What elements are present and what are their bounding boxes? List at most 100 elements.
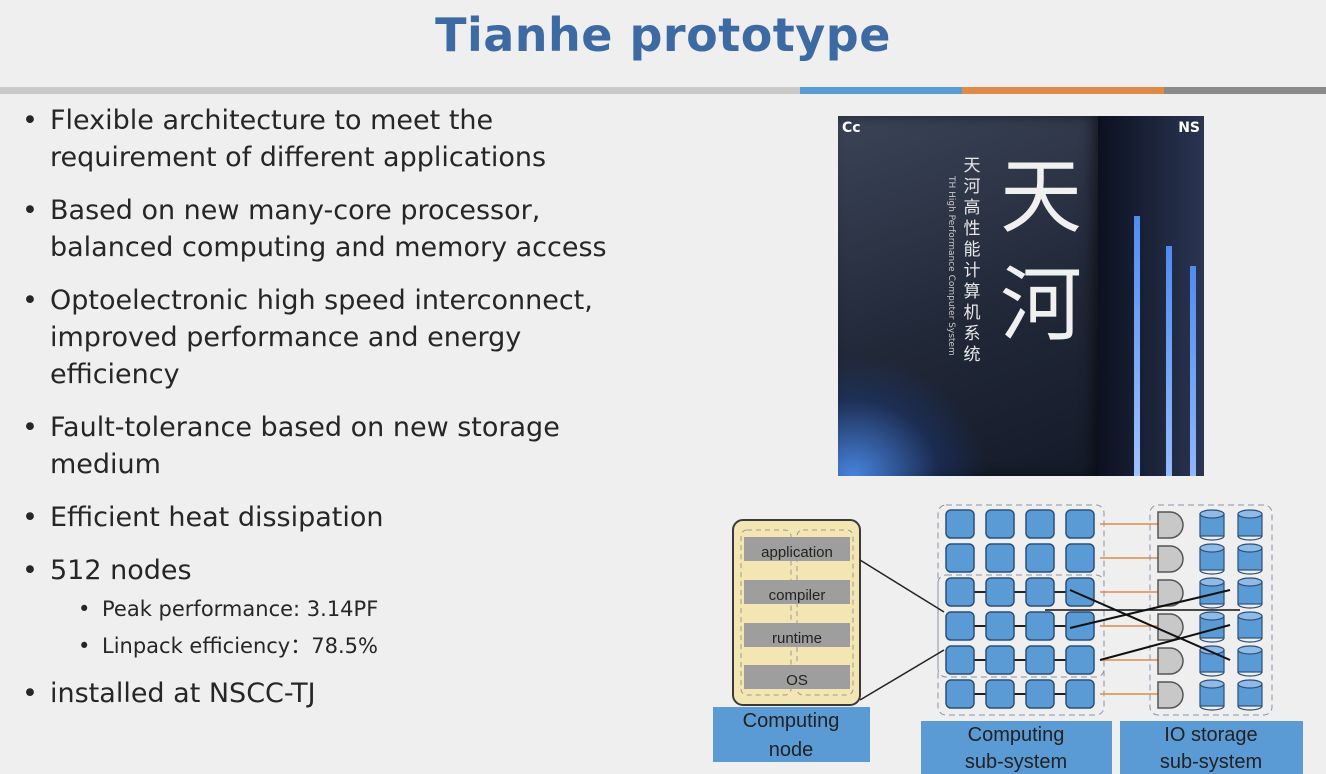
- sub-bullet-list: Peak performance: 3.14PF Linpack efficie…: [50, 591, 662, 665]
- computing-subsystem-frame: [937, 504, 1105, 716]
- storage-cylinder-base: [1199, 569, 1225, 575]
- interconnect-line: [1069, 589, 1231, 629]
- computing-node-label-line1: Computing: [743, 710, 840, 732]
- storage-cylinder-top: [1237, 543, 1263, 553]
- storage-cylinder-base: [1237, 603, 1263, 609]
- compute-core: [985, 645, 1015, 675]
- storage-cylinder-top: [1199, 577, 1225, 587]
- photo-light-stripe: [1166, 246, 1172, 476]
- storage-cylinder-base: [1237, 671, 1263, 677]
- computing-subsystem-label-line1: Computing: [968, 724, 1065, 746]
- io-subsystem-frame: [1149, 504, 1273, 716]
- storage-cylinder-top: [1237, 611, 1263, 621]
- compute-core: [1025, 577, 1055, 607]
- photo-side-panel: [1098, 116, 1204, 476]
- interconnect-line: [1099, 624, 1231, 661]
- compute-core: [985, 543, 1015, 573]
- bullet-item: Efficient heat dissipation: [22, 499, 662, 536]
- io-node: [1157, 647, 1184, 675]
- storage-cylinder: [1199, 649, 1225, 673]
- computing-node-label-line2: node: [769, 739, 814, 761]
- connector-line: [859, 559, 945, 613]
- bullet-item: Fault-tolerance based on new storage med…: [22, 409, 610, 483]
- storage-cylinder-top: [1237, 679, 1263, 689]
- bullet-text: 512 nodes: [50, 555, 192, 586]
- compute-core: [1065, 577, 1095, 607]
- storage-cylinder: [1237, 547, 1263, 571]
- compute-core: [1025, 645, 1055, 675]
- io-node: [1157, 545, 1184, 573]
- storage-cylinder: [1199, 581, 1225, 605]
- photo-light-stripe: [1134, 216, 1140, 476]
- storage-cylinder-base: [1199, 637, 1225, 643]
- storage-cylinder: [1237, 581, 1263, 605]
- io-subsystem-label-line1: IO storage: [1164, 724, 1257, 746]
- tianhe-cabinet-photo: Cc NS 天河高性能计算机系统 TH High Performance Com…: [838, 116, 1204, 476]
- storage-cylinder: [1199, 547, 1225, 571]
- bullet-item-nodes: 512 nodes Peak performance: 3.14PF Linpa…: [22, 552, 662, 665]
- storage-cylinder-top: [1199, 611, 1225, 621]
- title-rule-blue: [800, 87, 962, 94]
- storage-cylinder-base: [1199, 671, 1225, 677]
- stack-label-runtime: runtime: [772, 630, 822, 647]
- io-storage-grid: [1157, 509, 1263, 711]
- node-dashed-left: [740, 529, 792, 696]
- title-rule-orange: [962, 87, 1164, 94]
- photo-blue-glow: [838, 356, 988, 476]
- bullet-list: Flexible architecture to meet the requir…: [22, 102, 662, 728]
- photo-light-stripe: [1190, 266, 1196, 476]
- compute-core: [1065, 543, 1095, 573]
- bullet-item: Optoelectronic high speed interconnect, …: [22, 282, 610, 393]
- compute-core: [945, 645, 975, 675]
- storage-cylinder: [1237, 683, 1263, 707]
- storage-cylinder-base: [1237, 637, 1263, 643]
- computing-node-box: [732, 519, 861, 706]
- storage-cylinder-base: [1199, 535, 1225, 541]
- node-dashed-right: [796, 529, 854, 696]
- compute-core: [1025, 543, 1055, 573]
- storage-cylinder: [1199, 513, 1225, 537]
- storage-cylinder-top: [1237, 509, 1263, 519]
- compute-core: [1065, 509, 1095, 539]
- stack-layer-runtime: [744, 623, 850, 647]
- storage-cylinder-top: [1237, 645, 1263, 655]
- computing-group-dashed: [937, 574, 1105, 678]
- io-node: [1157, 511, 1184, 539]
- photo-english-subtitle: TH High Performance Computer System: [946, 176, 956, 356]
- stack-layer-compiler: [744, 580, 850, 604]
- compute-core: [985, 679, 1015, 709]
- storage-cylinder-base: [1237, 535, 1263, 541]
- photo-tianhe-characters: 天河: [999, 150, 1082, 353]
- compute-core: [945, 679, 975, 709]
- storage-cylinder: [1199, 683, 1225, 707]
- photo-corner-text-left: Cc: [842, 120, 861, 136]
- compute-core: [1025, 509, 1055, 539]
- photo-corner-text-right: NS: [1178, 120, 1200, 136]
- storage-cylinder-base: [1199, 603, 1225, 609]
- storage-cylinder-base: [1199, 705, 1225, 711]
- io-node: [1157, 681, 1184, 709]
- storage-cylinder-top: [1199, 543, 1225, 553]
- storage-cylinder: [1237, 649, 1263, 673]
- sub-bullet-item: Peak performance: 3.14PF: [50, 591, 662, 628]
- sub-bullet-item: Linpack efficiency：78.5%: [50, 628, 662, 665]
- compute-core: [985, 577, 1015, 607]
- io-subsystem-label-box: [1120, 721, 1303, 774]
- compute-core: [945, 577, 975, 607]
- computing-subsystem-label-line2: sub-system: [965, 751, 1067, 773]
- compute-core: [1065, 611, 1095, 641]
- compute-core: [985, 611, 1015, 641]
- storage-cylinder: [1237, 615, 1263, 639]
- title-rule-gray-left: [0, 87, 800, 94]
- stack-layer-os: [744, 665, 850, 689]
- computing-node-label-box: [713, 707, 870, 762]
- stack-label-application: application: [761, 544, 833, 561]
- compute-core: [1065, 645, 1095, 675]
- connector-line: [859, 649, 945, 701]
- bullet-item: installed at NSCC-TJ: [22, 675, 662, 712]
- compute-core: [945, 611, 975, 641]
- compute-core: [1065, 679, 1095, 709]
- storage-cylinder-base: [1237, 569, 1263, 575]
- computing-subsystem-label-box: [921, 721, 1112, 774]
- storage-cylinder-top: [1199, 645, 1225, 655]
